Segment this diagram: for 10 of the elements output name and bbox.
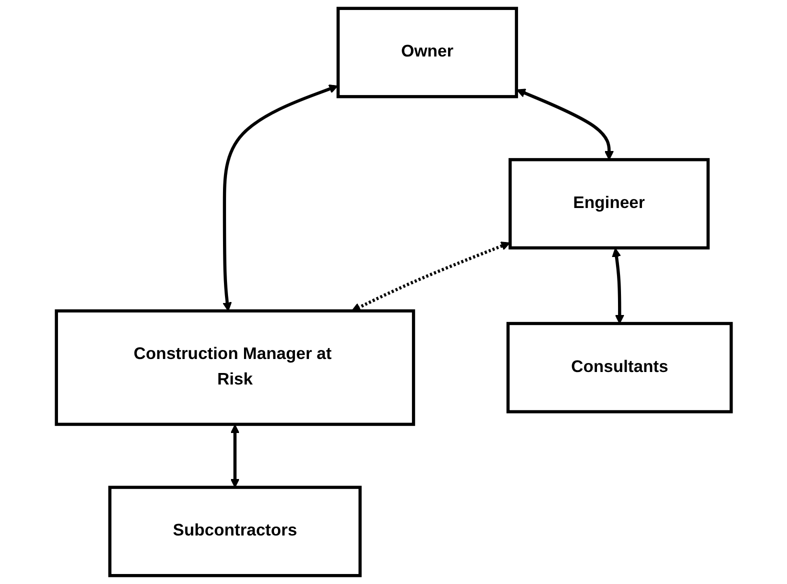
node-box: Engineer bbox=[508, 158, 710, 250]
node-box: Owner bbox=[336, 6, 518, 98]
arrow bbox=[516, 88, 614, 160]
node-box: Construction Manager at Risk bbox=[54, 309, 415, 426]
arrow bbox=[230, 424, 240, 488]
node-box: Consultants bbox=[506, 322, 732, 414]
arrow bbox=[222, 84, 338, 312]
arrow bbox=[612, 248, 624, 324]
node-box: Subcontractors bbox=[108, 486, 362, 578]
arrow bbox=[351, 242, 510, 312]
